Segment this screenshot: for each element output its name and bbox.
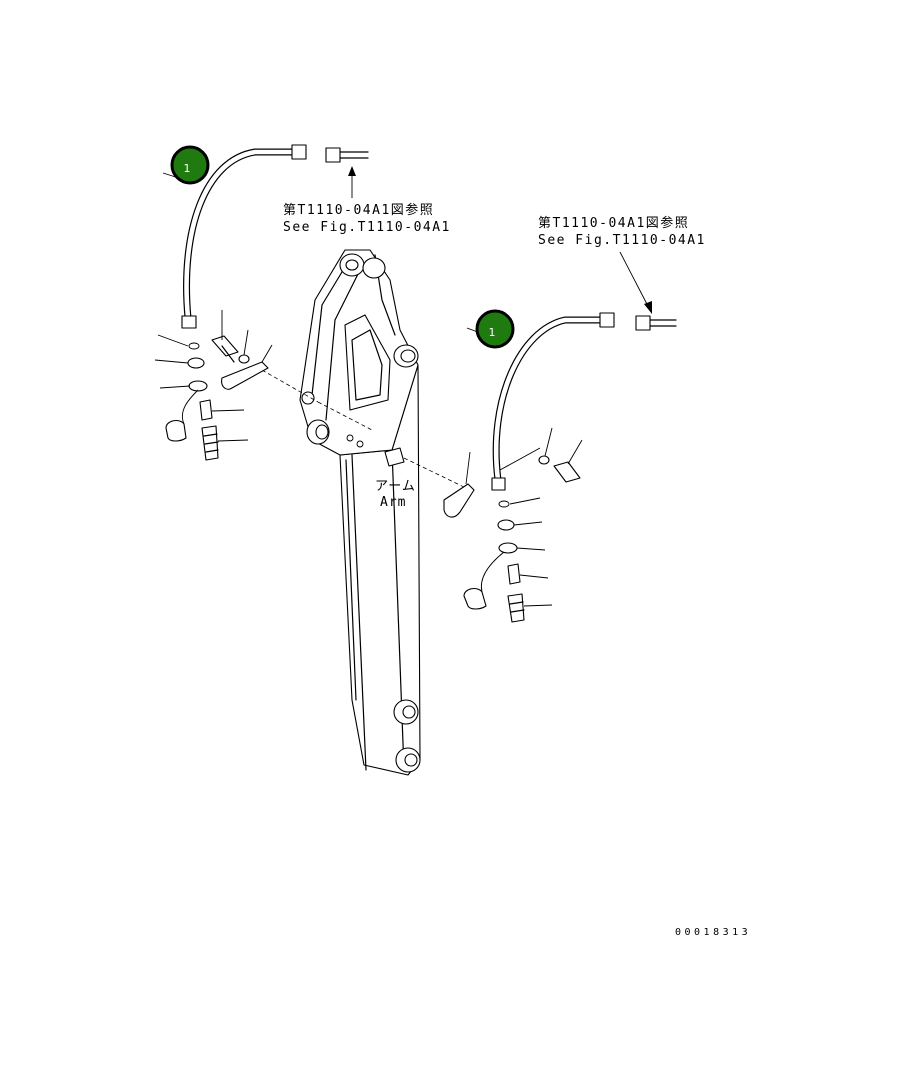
part-badge-right[interactable]: 1 bbox=[475, 309, 515, 349]
ref-left-jp: 第T1110-04A1図参照 bbox=[283, 202, 434, 218]
arm-label-jp: アーム bbox=[375, 479, 416, 494]
ref-right-jp: 第T1110-04A1図参照 bbox=[538, 215, 689, 231]
part-badge-right-number: 1 bbox=[489, 326, 496, 339]
part-badge-left-number: 1 bbox=[184, 162, 191, 175]
ref-left-en: See Fig.T1110-04A1 bbox=[283, 220, 451, 235]
drawing-code: 00018313 bbox=[675, 927, 751, 938]
arm-label-en: Arm bbox=[380, 495, 406, 510]
arm-assembly bbox=[261, 249, 467, 776]
ref-right-en: See Fig.T1110-04A1 bbox=[538, 233, 706, 248]
left-hose-assembly bbox=[154, 144, 369, 461]
part-badge-left[interactable]: 1 bbox=[170, 145, 210, 185]
right-hose-assembly bbox=[443, 251, 677, 623]
